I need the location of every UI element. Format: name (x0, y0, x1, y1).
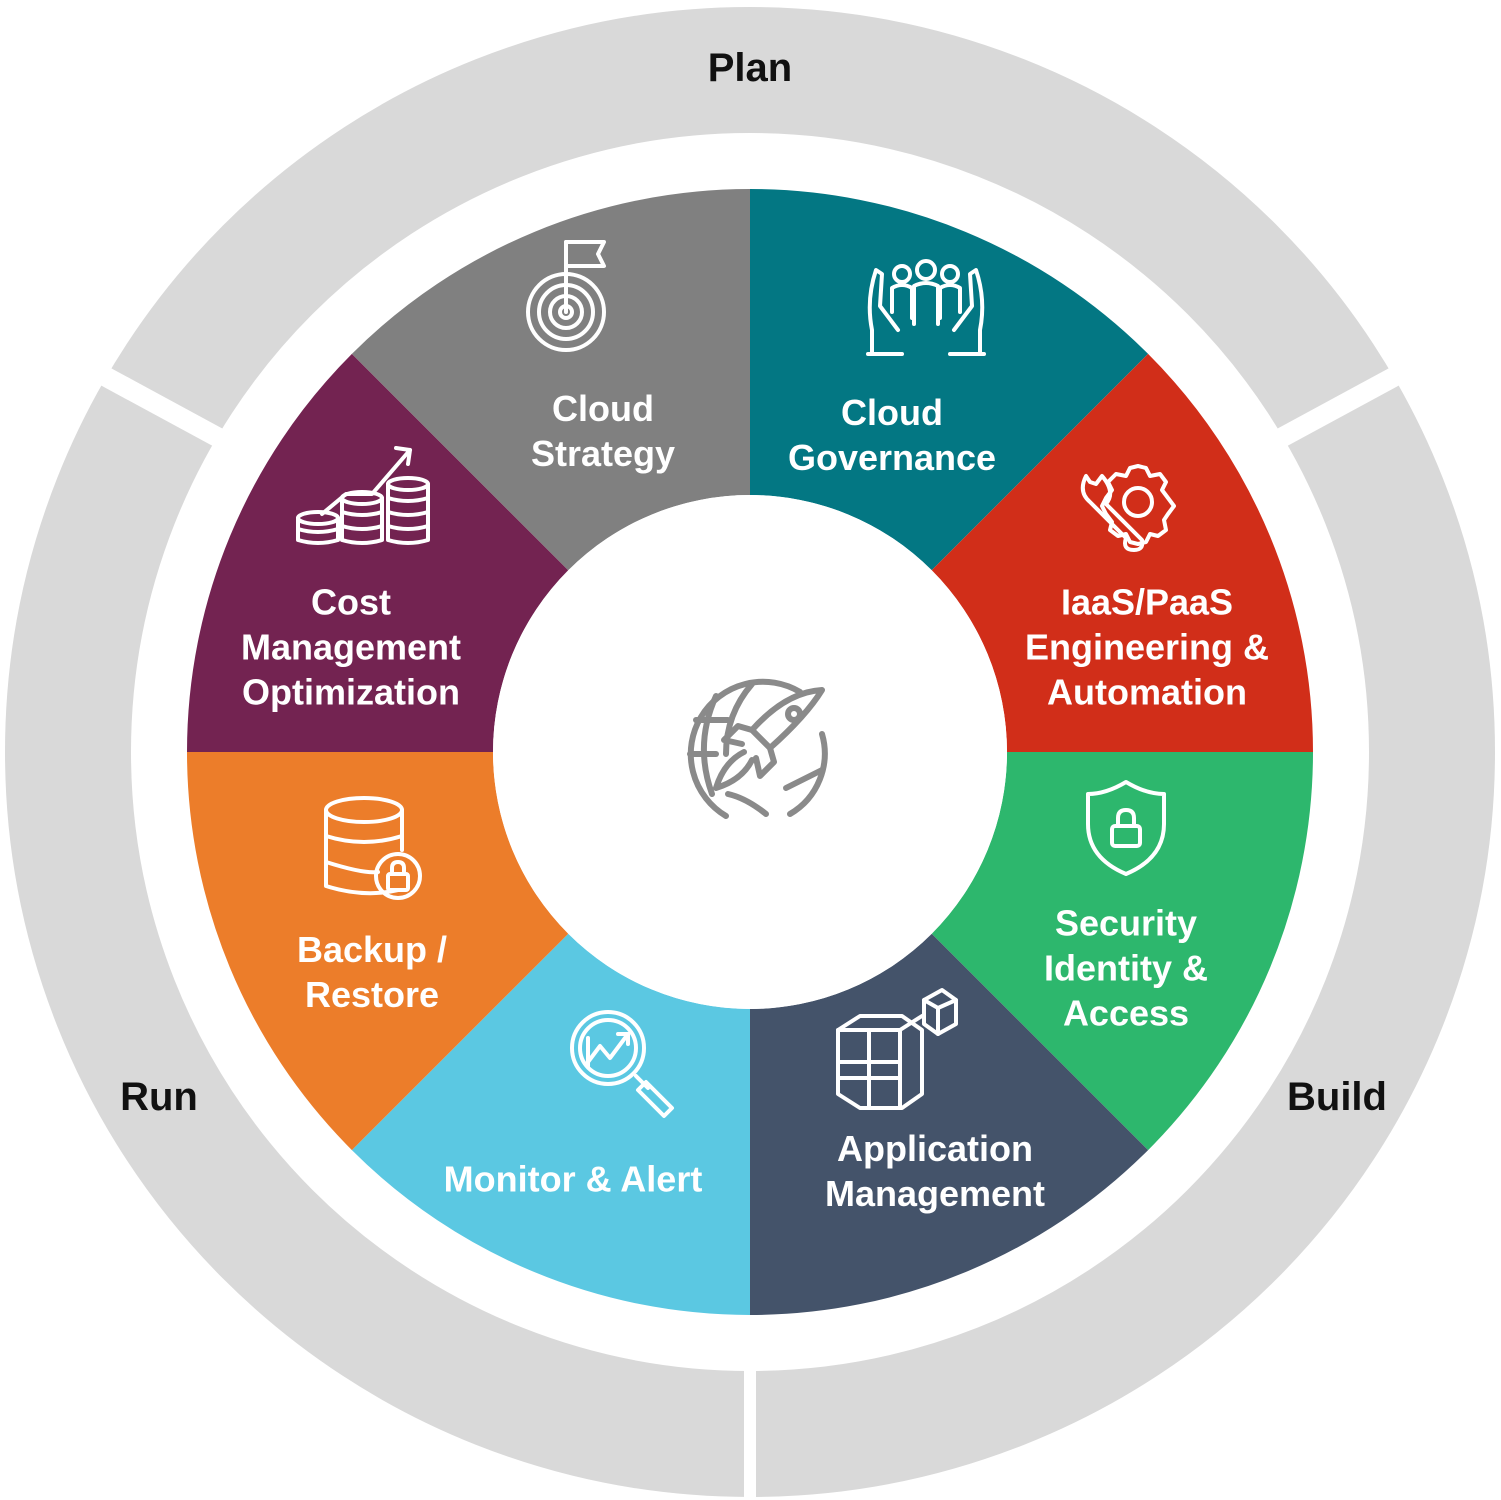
segment-label-line: Application (837, 1128, 1033, 1169)
wheel-segment (931, 353, 1313, 752)
target-flag-icon (526, 240, 606, 352)
segment-label-line: Automation (1047, 672, 1247, 713)
segment-label-line: Cost (311, 582, 391, 623)
wheel-segment (351, 189, 750, 571)
wheel-segment (187, 752, 569, 1151)
ring-divider (94, 364, 235, 453)
segment-label-line: Strategy (531, 433, 675, 474)
segment-label-line: IaaS/PaaS (1061, 582, 1233, 623)
ring-divider (1265, 364, 1406, 453)
segment-label-line: Optimization (242, 672, 460, 713)
coins-growth-icon (296, 446, 430, 545)
segment-label-line: Cloud (552, 388, 654, 429)
wheel-segment (931, 752, 1313, 1151)
segment-label: Backup /Restore (297, 929, 447, 1015)
segment-label-line: Backup / (297, 929, 447, 970)
phase-label-plan: Plan (708, 46, 792, 90)
phase-label-run: Run (120, 1075, 198, 1119)
center-disc (493, 495, 1007, 1009)
segment-label-line: Restore (305, 974, 439, 1015)
segment-label-line: Monitor & Alert (444, 1159, 703, 1200)
segment-label-line: Management (241, 627, 461, 668)
segment-label-line: Engineering & (1025, 627, 1269, 668)
segment-icons (296, 240, 1176, 1118)
cubes-icon (836, 988, 958, 1110)
phase-label-build: Build (1287, 1075, 1387, 1119)
database-lock-icon (324, 796, 422, 900)
outer-ring (5, 7, 1495, 1500)
wheel-segment (187, 353, 569, 752)
segment-label-line: Access (1063, 993, 1189, 1034)
segment-label-line: Governance (788, 437, 996, 478)
segment-label-line: Cloud (841, 392, 943, 433)
wheel-segment (750, 189, 1149, 571)
segment-label-line: Security (1055, 903, 1197, 944)
shield-lock-icon (1086, 780, 1166, 876)
rocket-globe-icon (687, 678, 828, 819)
segment-label-line: Identity & (1044, 948, 1208, 989)
wheel-segment (351, 933, 750, 1315)
segment-label-line: Management (825, 1173, 1045, 1214)
chart-magnifier-icon (570, 1010, 674, 1118)
wrench-gear-icon (1080, 464, 1176, 552)
segment-label: Monitor & Alert (444, 1159, 703, 1200)
people-in-hands-icon (866, 259, 986, 356)
